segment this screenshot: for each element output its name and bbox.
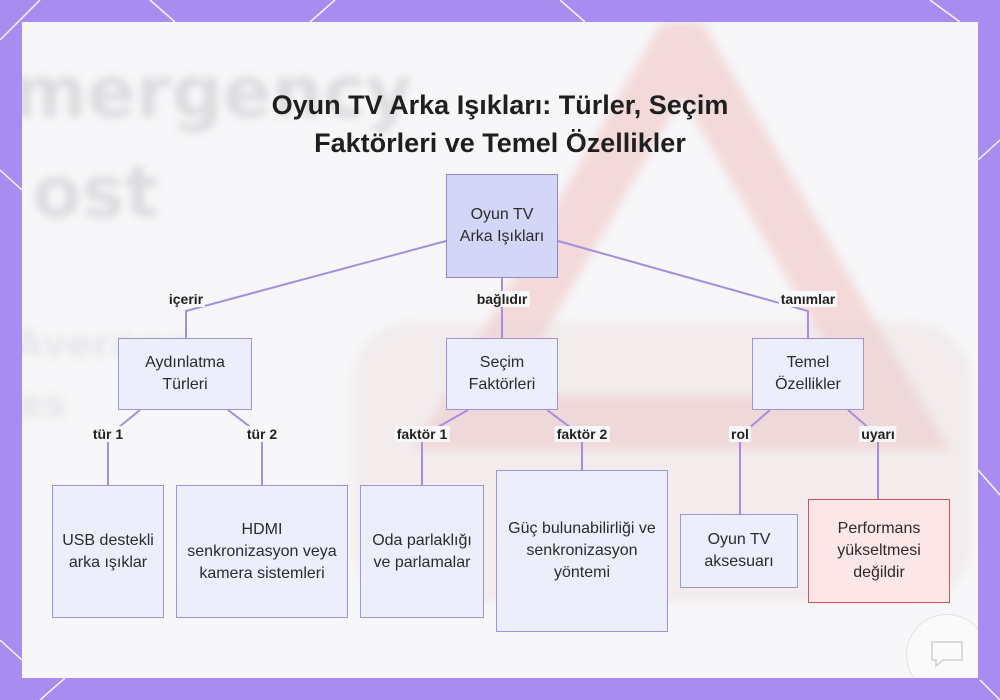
title-line-2: Faktörleri ve Temel Özellikler — [314, 128, 686, 158]
node-label: Oyun TV aksesuarı — [704, 531, 774, 570]
page-title: Oyun TV Arka Işıkları: Türler, Seçim Fak… — [22, 86, 978, 162]
edge-label-warning: uyarı — [859, 426, 897, 442]
node-label: Oda parlaklığı ve parlamalar — [372, 531, 472, 571]
edge-root-features — [557, 240, 809, 338]
chat-bubble-icon — [931, 641, 963, 668]
title-line-1: Oyun TV Arka Işıkları: Türler, Seçim — [271, 90, 729, 120]
edge-label-factor2: faktör 2 — [554, 426, 610, 442]
node-root: Oyun TV Arka Işıkları — [446, 174, 558, 278]
node-hdmi: HDMI senkronizasyon veya kamera sistemle… — [176, 485, 348, 618]
node-selection-factors: Seçim Faktörleri — [446, 338, 558, 410]
edge-features-warning — [847, 409, 879, 499]
node-label: Aydınlatma Türleri — [145, 354, 225, 393]
edge-lighting-usb — [107, 409, 141, 485]
node-lighting-types: Aydınlatma Türleri — [118, 338, 252, 410]
node-label: USB destekli arka ışıklar — [62, 531, 154, 571]
node-label: HDMI senkronizasyon veya kamera sistemle… — [187, 520, 337, 582]
edge-label-role: rol — [729, 426, 751, 442]
node-label: Temel Özellikler — [775, 354, 841, 393]
node-power: Güç bulunabilirliği ve senkronizasyon yö… — [496, 470, 668, 632]
diagram-card: mergency ost Average es Oyun TV Arka Işı… — [22, 22, 978, 678]
edge-selection-room — [421, 409, 469, 485]
edge-label-defines: tanımlar — [778, 291, 838, 307]
node-core-features: Temel Özellikler — [752, 338, 864, 410]
node-room: Oda parlaklığı ve parlamalar — [360, 485, 484, 618]
edge-label-includes: içerir — [166, 291, 206, 307]
node-label: Güç bulunabilirliği ve senkronizasyon yö… — [508, 520, 656, 581]
edge-label-depends: bağlıdır — [474, 291, 530, 307]
node-label: Seçim Faktörleri — [468, 354, 536, 393]
node-label: Performans yükseltmesi değildir — [837, 520, 921, 581]
node-accessory: Oyun TV aksesuarı — [680, 514, 798, 588]
watermark-badge — [906, 614, 978, 678]
node-usb: USB destekli arka ışıklar — [52, 485, 164, 618]
edge-lighting-hdmi — [227, 409, 263, 485]
edge-label-type2: tür 2 — [244, 426, 280, 442]
node-label: Oyun TV Arka Işıkları — [459, 206, 545, 245]
edge-root-lighting — [185, 240, 447, 338]
edge-label-type1: tür 1 — [90, 426, 126, 442]
node-warning: Performans yükseltmesi değildir — [808, 499, 950, 603]
edge-label-factor1: faktör 1 — [394, 426, 450, 442]
